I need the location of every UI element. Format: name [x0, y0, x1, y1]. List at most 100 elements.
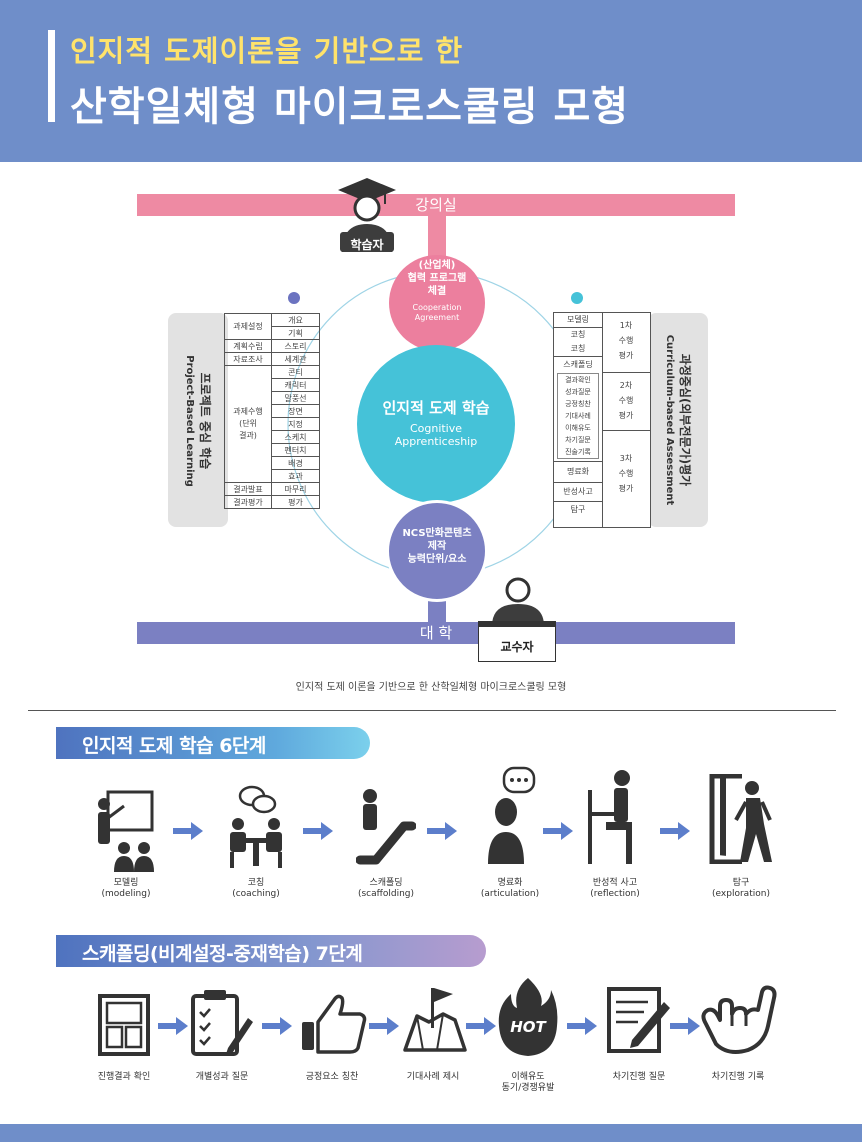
s1-step-reflection: 반성적 사고(reflection) [590, 878, 640, 899]
rt-sc-0: 결과확인 [565, 376, 591, 384]
layout-doc-icon [98, 994, 150, 1056]
s2-step-7: 차기진행 기록 [711, 1072, 765, 1082]
main-circle-ko: 인지적 도제 학습 [382, 399, 490, 417]
rt-reflection: 반성사고 [554, 483, 602, 502]
lecture-room-label: 강의실 [415, 196, 457, 214]
assessment-ko: 과정중심(외부전문가)평가 [678, 353, 692, 487]
cell-research: 자료조사 [224, 352, 272, 366]
s2-arrow-2 [262, 1017, 292, 1035]
coop-en1: Cooperation [412, 303, 462, 312]
cell-task-execution: 과제수행 (단위 결과) [224, 365, 272, 483]
ncs-line1: NCS만화콘텐츠 [402, 528, 472, 539]
rt-exploration: 탐구 [570, 505, 586, 514]
s1-step-scaffolding: 스캐폴딩(scaffolding) [357, 878, 414, 899]
learner-label: 학습자 [350, 238, 384, 252]
assessment-label: 과정중심(외부전문가)평가 Curriculum-based Assessmen… [650, 313, 706, 527]
cell-item-3: 장면 [271, 404, 320, 418]
header-accent-bar [48, 30, 55, 122]
title-line-2: 산학일체형 마이크로스쿨링 모형 [70, 84, 630, 130]
rt-eval3: 3차 수행 평가 [618, 454, 634, 493]
exit-door-icon [709, 774, 772, 864]
cell-planning: 기획 [271, 326, 320, 340]
university-label: 대 학 [419, 624, 453, 642]
cell-item-6: 펜터치 [271, 443, 320, 457]
cell-item-4: 지정 [271, 417, 320, 431]
section2-title: 스캐폴딩(비계설정-중재학습) 7단계 [82, 943, 363, 965]
section-divider [28, 710, 836, 711]
main-circle-en2: Apprenticeship [394, 435, 478, 448]
project-based-en: Project-Based Learning [184, 355, 195, 487]
cell-item-8: 효과 [271, 469, 320, 483]
header-banner [0, 0, 862, 162]
s2-arrow-3 [369, 1017, 399, 1035]
cell-evaluation: 결과평가 [224, 495, 272, 509]
cell-item-2: 말풍선 [271, 391, 320, 405]
rt-coaching1: 코칭 [570, 330, 586, 339]
rt-coaching2: 코칭 [554, 342, 602, 357]
rt-sc-2: 긍정칭찬 [565, 400, 591, 408]
cell-worldview: 세계관 [271, 352, 320, 366]
coop-line2: 협력 프로그램 [407, 273, 467, 284]
rt-scaffold-list: 결과확인 성과질문 긍정칭찬 기대사례 이해유도 차기질문 진술기록 [557, 373, 599, 459]
coop-line1: (산업체) [418, 260, 456, 271]
cell-wrapup: 마무리 [271, 482, 320, 496]
s2-step-5: 이해유도 동기/경쟁유발 [501, 1072, 555, 1093]
lecture-room-bar: 강의실 [137, 194, 735, 216]
section1-title: 인지적 도제 학습 6단계 [82, 735, 266, 757]
s1-arrow-2 [303, 822, 333, 840]
main-circle-en1: Cognitive [409, 422, 463, 435]
footer-bar [0, 1124, 862, 1142]
meeting-icon [230, 785, 282, 868]
cooperation-circle: (산업체) 협력 프로그램 체결 Cooperation Agreement [389, 255, 485, 351]
cell-item-0: 콘티 [271, 365, 320, 379]
doc-pen-icon [607, 987, 670, 1053]
s1-step-exploration: 탐구(exploration) [712, 878, 770, 899]
speaking-person-icon [488, 766, 536, 864]
left-dot [288, 292, 300, 304]
rt-eval2: 2차 수행 평가 [602, 373, 650, 431]
cognitive-apprenticeship-circle: 인지적 도제 학습 Cognitive Apprenticeship [357, 345, 515, 503]
hot-flame-icon: HOT [498, 978, 558, 1056]
s1-arrow-4 [543, 822, 573, 840]
section2-header: 스캐폴딩(비계설정-중재학습) 7단계 [56, 935, 486, 967]
rt-articulation: 명료화 [554, 461, 602, 483]
s2-arrow-6 [670, 1017, 700, 1035]
professor-icon [478, 577, 556, 662]
s2-step-3: 긍정요소 칭찬 [305, 1072, 359, 1082]
assessment-en: Curriculum-based Assessment [664, 334, 675, 506]
cell-item-5: 스케치 [271, 430, 320, 444]
rt-sc-4: 이해유도 [565, 424, 591, 432]
s2-arrow-5 [567, 1017, 597, 1035]
thinking-person-icon [588, 770, 632, 864]
cell-eval: 평가 [271, 495, 320, 509]
ncs-line2: 제작 [427, 541, 447, 552]
cell-task-setting: 과제설정 [224, 313, 272, 340]
thumbs-up-icon [302, 994, 367, 1054]
s2-step-6: 차기진행 질문 [612, 1072, 666, 1082]
blue-connector [428, 596, 446, 624]
hand-sign-icon [701, 985, 777, 1054]
diagram-caption: 인지적 도제 이론을 기반으로 한 산학일체형 마이크로스쿨링 모형 [295, 682, 567, 693]
rt-modeling: 모델링 [554, 313, 602, 328]
s2-arrow-4 [466, 1017, 496, 1035]
section1-header: 인지적 도제 학습 6단계 [56, 727, 370, 759]
professor-label: 교수자 [500, 640, 534, 654]
ncs-line3: 능력단위/요소 [407, 554, 467, 565]
s1-arrow-1 [173, 822, 203, 840]
cell-story: 스토리 [271, 339, 320, 353]
svg-text:HOT: HOT [510, 1018, 547, 1036]
s2-step-4: 기대사례 제시 [406, 1072, 460, 1082]
project-based-label: 프로젝트 중심 학습 Project-Based Learning [170, 313, 226, 527]
cell-item-1: 캐릭터 [271, 378, 320, 392]
rt-sc-6: 진술기록 [565, 448, 591, 456]
cell-overview: 개요 [271, 313, 320, 327]
assessment-panel [648, 313, 708, 527]
rt-sc-3: 기대사례 [565, 412, 591, 420]
s1-step-modeling: 모델링(modeling) [101, 878, 151, 899]
rt-sc-5: 차기질문 [565, 436, 591, 444]
s1-step-coaching: 코칭(coaching) [232, 878, 280, 899]
cell-presentation: 결과발표 [224, 482, 272, 496]
title-line-1: 인지적 도제이론을 기반으로 한 [70, 34, 464, 68]
s1-arrow-3 [427, 822, 457, 840]
s1-step-articulation: 명료화(articulation) [480, 878, 540, 899]
